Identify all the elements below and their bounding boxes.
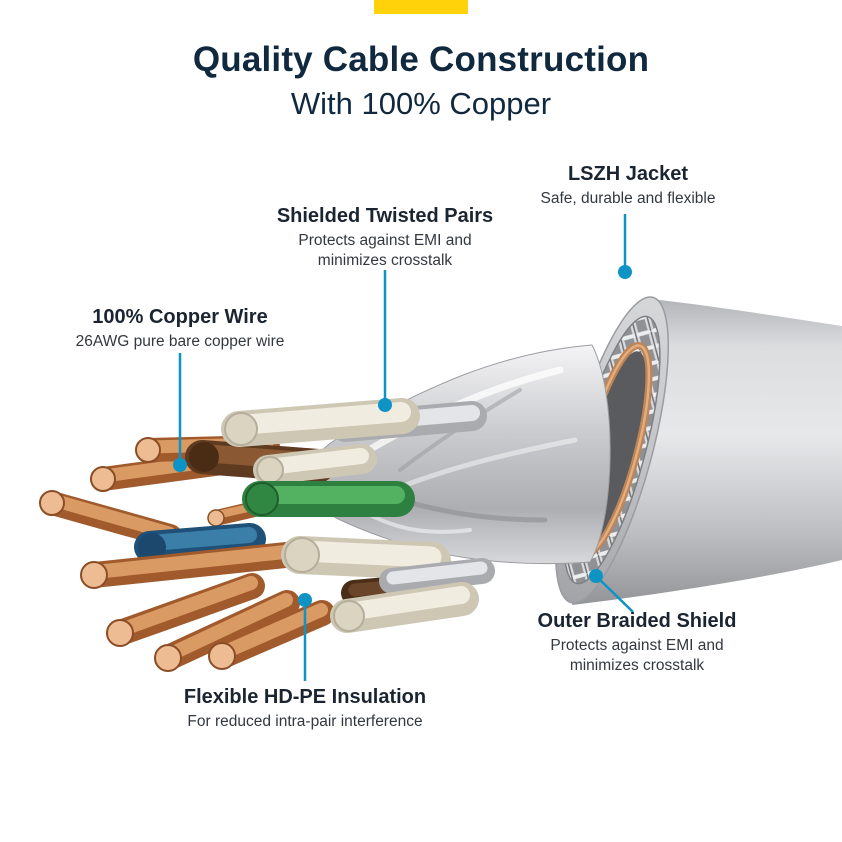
callout-desc: Safe, durable and flexible [540, 190, 716, 207]
white-insulated-wire [221, 398, 420, 447]
callout-title: LSZH Jacket [567, 163, 689, 185]
callout-desc: For reduced intra-pair interference [187, 713, 423, 730]
bare-copper-wire [80, 540, 318, 589]
callout-desc: 26AWG pure bare copper wire [75, 333, 285, 350]
foil-pair-wire [379, 558, 495, 594]
bare-copper-wire [154, 590, 300, 672]
callout-outer-braided-shield: Outer Braided Shield Protects against EM… [537, 609, 737, 676]
callout-desc: Protects against EMI and minimizes cross… [550, 637, 724, 674]
white-insulated-wire [330, 582, 479, 633]
callout-desc: Protects against EMI and minimizes cross… [298, 232, 472, 269]
callout-lszh-jacket: LSZH Jacket Safe, durable and flexible [503, 162, 753, 209]
page-subtitle: With 100% Copper [290, 86, 552, 121]
callout-title: Outer Braided Shield [537, 610, 737, 632]
wires [39, 398, 495, 672]
callout-title: 100% Copper Wire [92, 306, 268, 328]
callout-title: Flexible HD-PE Insulation [183, 686, 427, 708]
white-insulated-wire [281, 536, 451, 580]
brand-tab [374, 0, 468, 14]
callout-hdpe-insulation: Flexible HD-PE Insulation For reduced in… [155, 685, 455, 732]
bare-copper-wire [39, 490, 182, 548]
page-title: Quality Cable Construction [192, 40, 650, 79]
blue-insulated-wire [134, 523, 266, 563]
bare-copper-wire [106, 573, 265, 647]
green-insulated-wire [207, 481, 415, 527]
callout-shielded-twisted-pairs: Shielded Twisted Pairs Protects against … [277, 204, 493, 271]
callout-title: Shielded Twisted Pairs [276, 205, 494, 227]
callout-copper-wire: 100% Copper Wire 26AWG pure bare copper … [40, 305, 320, 352]
